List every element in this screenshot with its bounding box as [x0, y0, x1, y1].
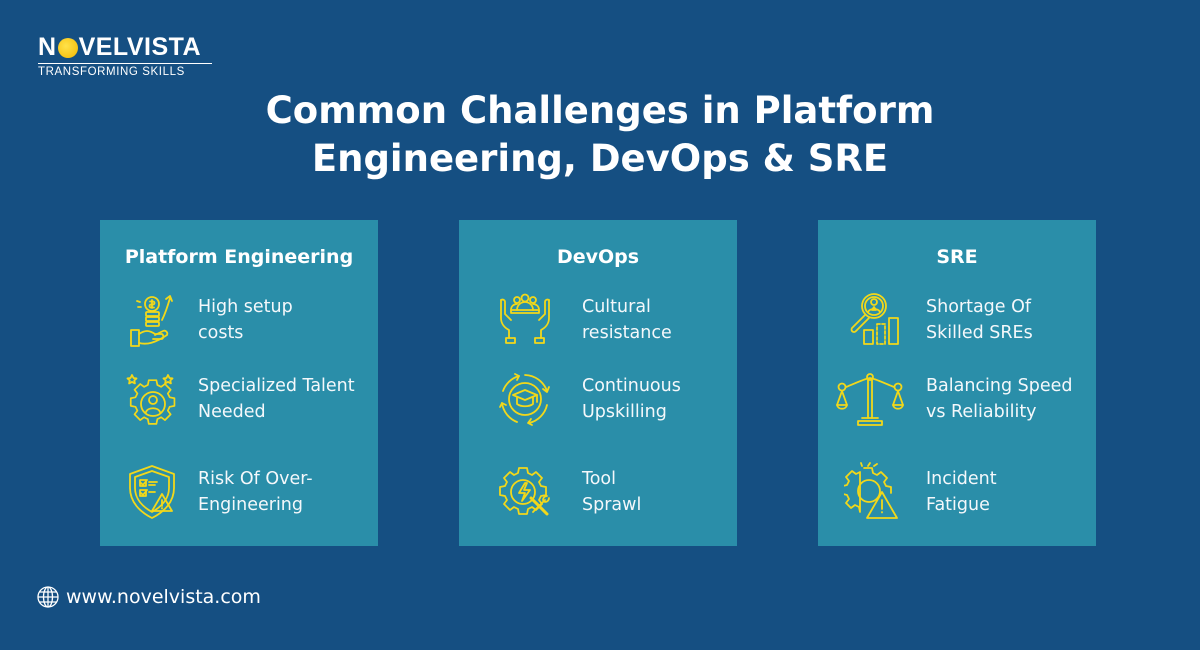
- item-line-1: High setup: [198, 297, 293, 317]
- item-text: Risk Of Over- Engineering: [198, 466, 313, 518]
- graduation-cycle-icon: [495, 369, 555, 429]
- item-line-2: resistance: [582, 323, 672, 343]
- item-line-1: Continuous: [582, 376, 681, 396]
- card-devops: DevOps Cultural resistance: [459, 220, 737, 546]
- logo-divider: [38, 63, 212, 64]
- item-line-1: Incident: [926, 469, 997, 489]
- item-text: Specialized Talent Needed: [198, 373, 355, 425]
- list-item: Risk Of Over- Engineering: [126, 462, 313, 522]
- balance-scale-icon: [836, 369, 904, 429]
- item-line-1: Cultural: [582, 297, 651, 317]
- card-title: Platform Engineering: [124, 246, 354, 268]
- card-platform-engineering: Platform Engineering High setup costs: [100, 220, 378, 546]
- logo-text-n: N: [38, 33, 57, 61]
- website-link[interactable]: www.novelvista.com: [66, 586, 261, 608]
- page-title-line-2: Engineering, DevOps & SRE: [311, 137, 889, 180]
- shield-checklist-warning-icon: [126, 462, 186, 522]
- card-title: SRE: [936, 246, 978, 268]
- item-text: High setup costs: [198, 294, 293, 346]
- item-text: Cultural resistance: [582, 294, 672, 346]
- item-text: Continuous Upskilling: [582, 373, 681, 425]
- item-text: Shortage Of Skilled SREs: [926, 294, 1033, 346]
- item-line-2: vs Reliability: [926, 402, 1037, 422]
- item-line-1: Tool: [582, 469, 616, 489]
- logo-text-rest: VELVISTA: [78, 33, 202, 61]
- item-line-2: Fatigue: [926, 495, 990, 515]
- card-sre: SRE Shortage Of Skilled SREs: [818, 220, 1096, 546]
- list-item: High setup costs: [126, 290, 293, 350]
- magnifier-person-chart-icon: [844, 290, 904, 350]
- item-text: Balancing Speed vs Reliability: [926, 373, 1073, 425]
- list-item: Cultural resistance: [495, 290, 672, 350]
- item-line-2: costs: [198, 323, 244, 343]
- item-line-2: Engineering: [198, 495, 303, 515]
- globe-icon: [37, 586, 59, 608]
- logo-wordmark: N VELVISTA: [38, 34, 212, 60]
- logo-tagline: TRANSFORMING SKILLS: [38, 66, 185, 78]
- item-line-1: Balancing Speed: [926, 376, 1073, 396]
- novelvista-logo: N VELVISTA TRANSFORMING SKILLS: [38, 34, 212, 78]
- footer-website[interactable]: www.novelvista.com: [36, 585, 261, 609]
- coin-growth-hand-icon: [126, 290, 186, 350]
- page-title-line-1: Common Challenges in Platform: [265, 89, 935, 132]
- card-title: DevOps: [556, 246, 640, 268]
- gear-warning-icon: [842, 462, 904, 522]
- item-line-1: Risk Of Over-: [198, 469, 313, 489]
- list-item: Shortage Of Skilled SREs: [844, 290, 1033, 350]
- item-line-2: Upskilling: [582, 402, 667, 422]
- list-item: Continuous Upskilling: [495, 369, 681, 429]
- gear-person-stars-icon: [126, 369, 186, 429]
- list-item: Incident Fatigue: [842, 462, 997, 522]
- item-line-1: Shortage Of: [926, 297, 1032, 317]
- gear-tools-lightning-icon: [495, 462, 555, 522]
- item-line-1: Specialized Talent: [198, 376, 355, 396]
- hands-team-icon: [495, 290, 555, 350]
- list-item: Specialized Talent Needed: [126, 369, 355, 429]
- item-line-2: Sprawl: [582, 495, 642, 515]
- list-item: Balancing Speed vs Reliability: [836, 369, 1073, 429]
- page-title: Common Challenges in Platform Engineerin…: [0, 87, 1200, 183]
- list-item: Tool Sprawl: [495, 462, 641, 522]
- item-text: Tool Sprawl: [582, 466, 641, 518]
- item-text: Incident Fatigue: [926, 466, 997, 518]
- item-line-2: Skilled SREs: [926, 323, 1033, 343]
- item-line-2: Needed: [198, 402, 266, 422]
- sun-icon: [57, 38, 78, 58]
